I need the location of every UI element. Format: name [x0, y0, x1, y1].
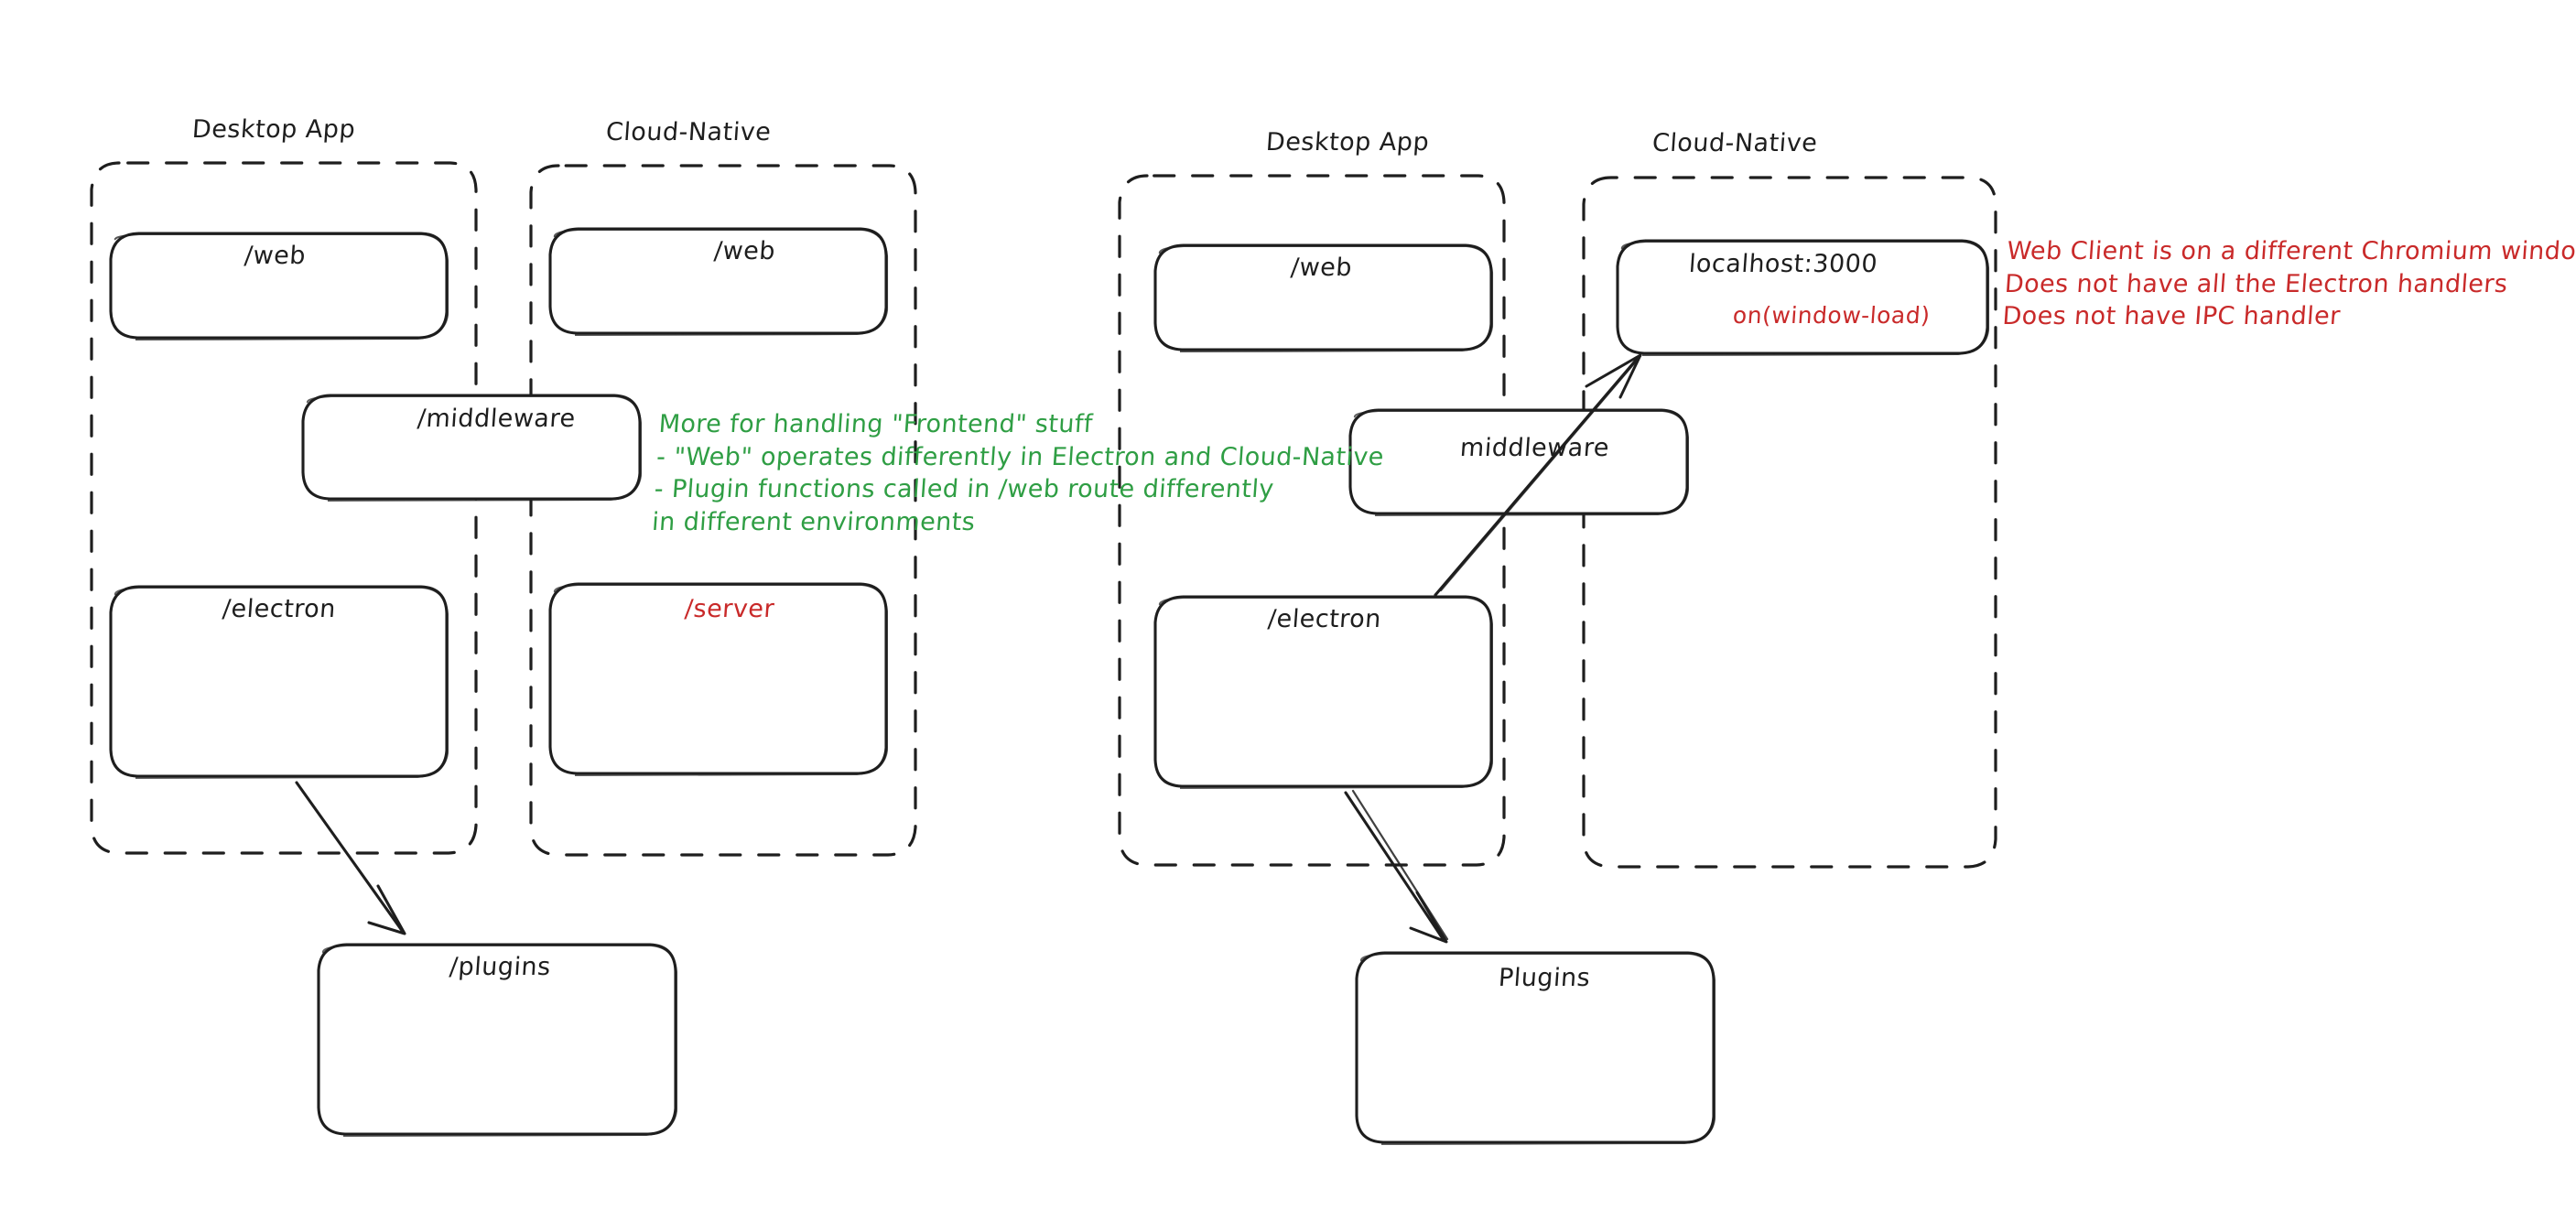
left-cloud-native-title: Cloud-Native	[604, 118, 773, 146]
left-node-web-desktop[interactable]	[109, 232, 449, 341]
left-node-web-desktop-label: /web	[243, 242, 308, 270]
left-note-frontend: More for handling "Frontend" stuff - "We…	[651, 408, 1387, 539]
right-node-localhost[interactable]	[1616, 239, 1990, 357]
right-node-middleware[interactable]	[1348, 408, 1689, 516]
left-node-electron[interactable]	[109, 585, 449, 779]
right-arrow-electron-to-plugins	[1344, 789, 1449, 944]
right-node-electron-label: /electron	[1266, 605, 1382, 633]
left-note-line-3: - Plugin functions called in /web route …	[653, 475, 1275, 504]
right-arrow-electron-to-localhost	[1434, 353, 1642, 597]
left-node-middleware-label: /middleware	[416, 405, 577, 433]
right-node-web-desktop[interactable]	[1153, 243, 1494, 353]
right-note-line-1: Web Client is on a different Chromium wi…	[2006, 237, 2576, 265]
left-node-web-cloud-label: /web	[712, 237, 777, 265]
left-node-plugins[interactable]	[317, 943, 677, 1137]
left-desktop-app-group[interactable]	[90, 161, 478, 855]
right-node-middleware-label: middleware	[1458, 434, 1611, 462]
left-arrow-electron-to-plugins	[295, 781, 406, 935]
left-node-middleware[interactable]	[301, 394, 642, 502]
right-note-line-2: Does not have all the Electron handlers	[2003, 269, 2509, 298]
right-cloud-native-group[interactable]	[1582, 176, 1997, 869]
right-node-localhost-sublabel: on(window-load)	[1731, 302, 1932, 329]
left-node-plugins-label: /plugins	[448, 953, 552, 981]
left-node-server-label: /server	[683, 595, 776, 623]
right-desktop-app-group[interactable]	[1118, 174, 1506, 867]
left-node-web-cloud[interactable]	[548, 227, 889, 337]
right-note-line-3: Does not have IPC handler	[2001, 302, 2342, 331]
left-node-server[interactable]	[548, 582, 888, 776]
left-note-line-2: - "Web" operates differently in Electron…	[655, 442, 1385, 471]
left-node-electron-label: /electron	[221, 595, 337, 623]
right-node-electron[interactable]	[1153, 595, 1493, 789]
left-note-line-1: More for handling "Frontend" stuff	[657, 410, 1094, 438]
right-cloud-native-title: Cloud-Native	[1651, 129, 1819, 157]
right-node-localhost-label: localhost:3000	[1687, 250, 1879, 278]
left-note-line-4: in different environments	[651, 507, 977, 536]
right-node-plugins-label: Plugins	[1497, 964, 1592, 992]
left-cloud-native-group[interactable]	[529, 164, 917, 857]
right-note-web-client: Web Client is on a different Chromium wi…	[2001, 235, 2576, 333]
left-desktop-app-title: Desktop App	[190, 115, 357, 144]
right-node-plugins[interactable]	[1355, 951, 1716, 1145]
right-node-web-desktop-label: /web	[1289, 254, 1354, 282]
right-desktop-app-title: Desktop App	[1264, 128, 1431, 157]
